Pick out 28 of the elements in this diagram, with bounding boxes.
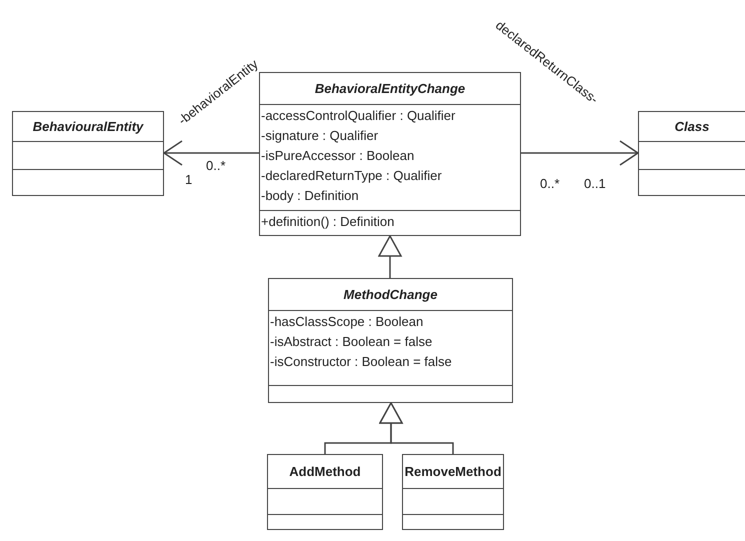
attribute-text: -isPureAccessor : Boolean bbox=[261, 147, 416, 165]
association-arrow bbox=[163, 140, 259, 166]
generalization-arrow bbox=[379, 402, 454, 454]
multiplicity-label: 0..* bbox=[540, 176, 560, 191]
attribute-text: -declaredReturnType : Qualifier bbox=[261, 167, 443, 185]
attribute-text: -isAbstract : Boolean = false bbox=[270, 333, 434, 351]
class-name: BehaviouralEntity bbox=[32, 119, 144, 134]
class-name: AddMethod bbox=[289, 464, 361, 479]
class-box bbox=[12, 111, 164, 196]
class-box bbox=[638, 111, 745, 196]
class-box bbox=[402, 454, 504, 530]
class-name: BehavioralEntityChange bbox=[314, 81, 466, 96]
class-box bbox=[268, 278, 513, 403]
operation-text: +definition() : Definition bbox=[261, 213, 396, 231]
class-name: Class bbox=[674, 119, 710, 134]
attribute-text: -accessControlQualifier : Qualifier bbox=[261, 107, 456, 125]
class-name: MethodChange bbox=[344, 287, 438, 302]
association-arrow bbox=[521, 140, 639, 166]
multiplicity-label: 1 bbox=[185, 172, 192, 187]
attribute-text: -signature : Qualifier bbox=[261, 127, 380, 145]
class-box bbox=[267, 454, 383, 530]
attribute-text: -hasClassScope : Boolean bbox=[270, 313, 424, 331]
class-name: RemoveMethod bbox=[404, 464, 502, 479]
attribute-text: -body : Definition bbox=[261, 187, 360, 205]
multiplicity-label: 0..* bbox=[206, 158, 226, 173]
attribute-text: -isConstructor : Boolean = false bbox=[270, 353, 453, 371]
generalization-arrow bbox=[378, 235, 402, 278]
multiplicity-label: 0..1 bbox=[584, 176, 606, 191]
